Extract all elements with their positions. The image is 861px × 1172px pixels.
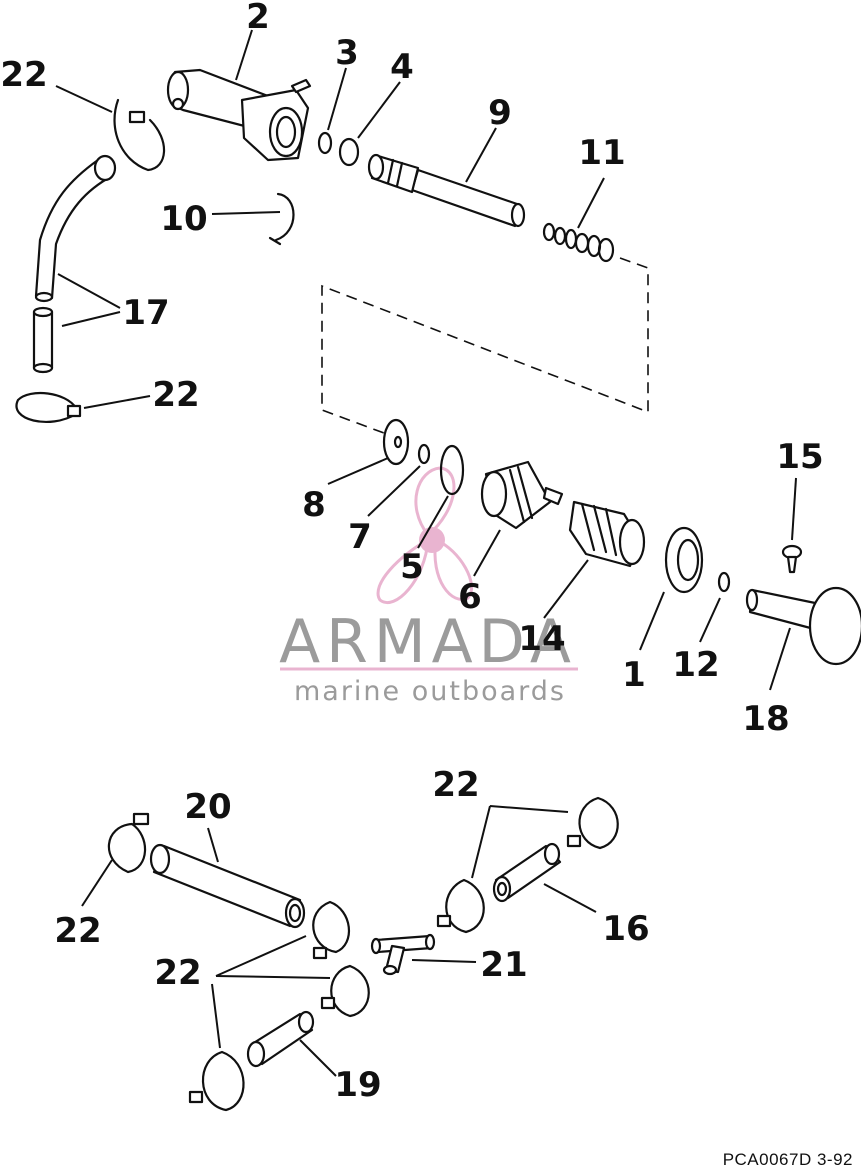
part-7-o-ring xyxy=(417,443,431,465)
label-part-1: 1 xyxy=(622,655,646,695)
label-part-22: 22 xyxy=(54,911,101,951)
part-17-hose xyxy=(32,154,117,374)
label-part-8: 8 xyxy=(302,485,326,525)
label-part-10: 10 xyxy=(160,199,207,239)
label-part-22: 22 xyxy=(152,375,199,415)
part-22-clamp-right-top xyxy=(566,796,619,850)
part-18-knob xyxy=(745,586,861,666)
label-part-21: 21 xyxy=(480,945,527,985)
propeller-icon xyxy=(376,466,474,604)
part-8-washer xyxy=(382,418,410,466)
watermark-brand: ARMADA xyxy=(279,607,577,677)
label-part-22: 22 xyxy=(154,953,201,993)
part-22-clamp-bottom xyxy=(188,1050,245,1112)
part-19-hose xyxy=(246,1010,315,1068)
part-22-clamp-hose xyxy=(15,392,82,423)
assembly-path-dashed xyxy=(321,257,649,437)
label-part-3: 3 xyxy=(335,33,359,73)
label-part-15: 15 xyxy=(776,437,823,477)
part-9-plunger-rod xyxy=(367,153,526,228)
label-part-16: 16 xyxy=(602,909,649,949)
drawing-code: PCA0067D 3-92 xyxy=(722,1150,853,1169)
part-4-o-ring xyxy=(338,137,360,167)
label-part-20: 20 xyxy=(184,787,231,827)
part-10-e-clip xyxy=(268,192,295,246)
part-22-clamp-left xyxy=(107,812,150,874)
part-22-clamp-right-mid xyxy=(436,878,485,934)
part-15-screw xyxy=(781,544,803,574)
part-22-clamp-upper xyxy=(113,98,166,172)
part-2-valve-body xyxy=(166,68,312,162)
label-part-6: 6 xyxy=(458,577,482,617)
part-6-valve-seat xyxy=(480,460,564,530)
label-part-14: 14 xyxy=(518,619,565,659)
part-14-valve-cap xyxy=(568,500,646,568)
label-part-9: 9 xyxy=(488,93,512,133)
part-3-o-ring xyxy=(317,131,333,155)
part-16-hose xyxy=(492,842,562,903)
part-22-clamp-mid-lower xyxy=(320,964,370,1018)
part-1-nut xyxy=(664,526,704,594)
part-21-tee-fitting xyxy=(370,933,436,976)
label-part-18: 18 xyxy=(742,699,789,739)
label-part-17: 17 xyxy=(122,293,169,333)
label-part-11: 11 xyxy=(578,133,625,173)
label-part-2: 2 xyxy=(246,0,270,37)
label-part-22: 22 xyxy=(432,765,479,805)
part-11-spring xyxy=(542,222,615,263)
part-12-o-ring xyxy=(717,571,731,593)
part-20-hose xyxy=(149,843,306,929)
part-5-o-ring xyxy=(439,444,465,496)
label-part-4: 4 xyxy=(390,47,414,87)
part-22-clamp-mid-upper xyxy=(312,900,351,960)
watermark-logo: ARMADA marine outboards xyxy=(279,466,578,707)
watermark-tagline: marine outboards xyxy=(294,676,566,707)
label-part-12: 12 xyxy=(672,645,719,685)
part-labels: 2 3 4 9 11 10 22 17 22 8 7 5 6 14 1 12 1… xyxy=(0,0,823,1105)
label-part-22: 22 xyxy=(0,55,47,95)
label-part-5: 5 xyxy=(400,547,424,587)
label-part-19: 19 xyxy=(334,1065,381,1105)
label-part-7: 7 xyxy=(348,517,372,557)
